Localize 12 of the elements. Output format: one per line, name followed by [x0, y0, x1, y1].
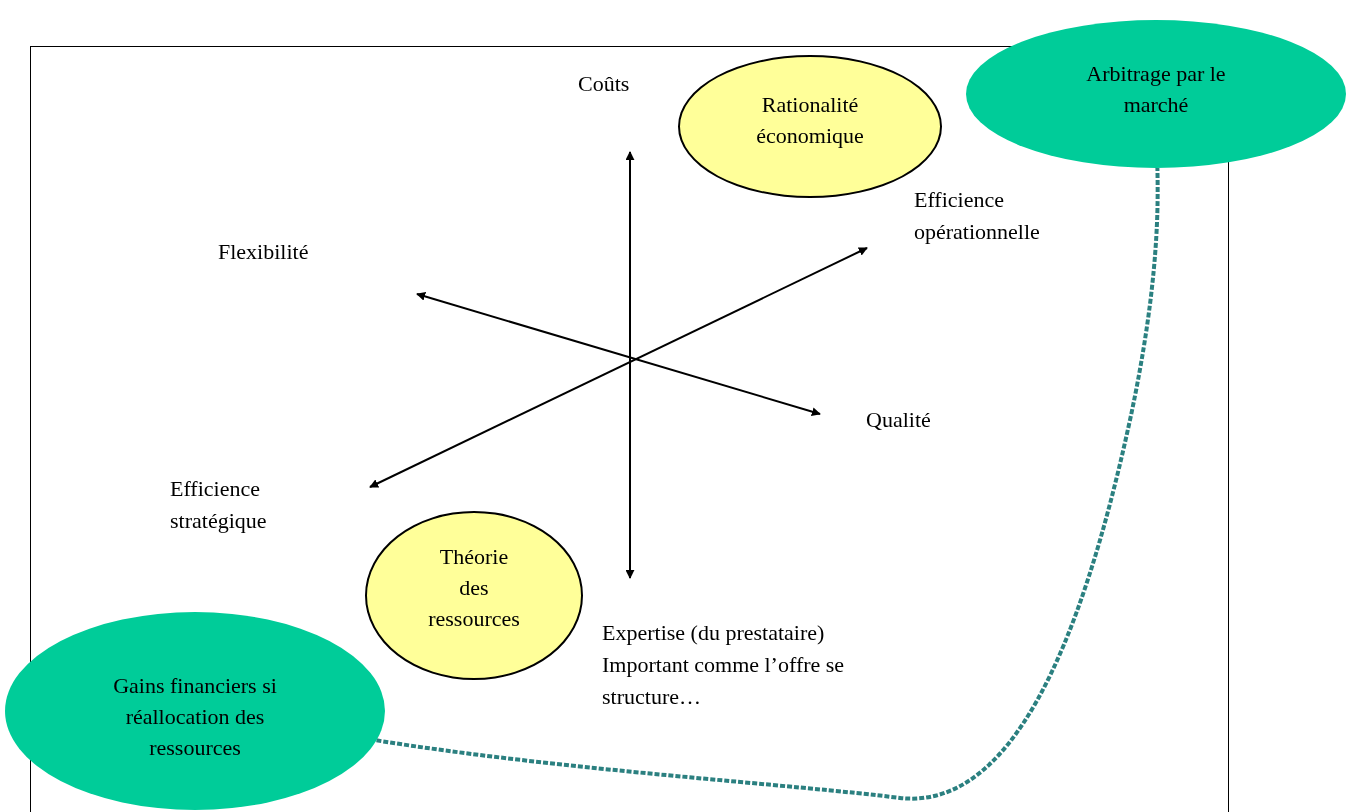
axis-label: Coûts	[578, 70, 630, 98]
axis-label: Qualité	[866, 406, 931, 434]
axis-label: Flexibilité	[218, 238, 309, 266]
dashed-connector	[376, 167, 1160, 800]
axis-label: Expertise (du prestataire)	[602, 619, 825, 647]
note-text: Important comme l’offre se structure…	[602, 651, 846, 711]
node-label: Rationalité économique	[755, 90, 865, 150]
node-label: Gains financiers si réallocation des ressources	[112, 671, 278, 762]
axis-label: Efficience stratégique	[170, 475, 268, 535]
axis-label: Efficience opérationnelle	[914, 186, 1041, 246]
node-label: Théorie des ressources	[427, 543, 521, 633]
node-label: Arbitrage par le marché	[1085, 60, 1227, 119]
